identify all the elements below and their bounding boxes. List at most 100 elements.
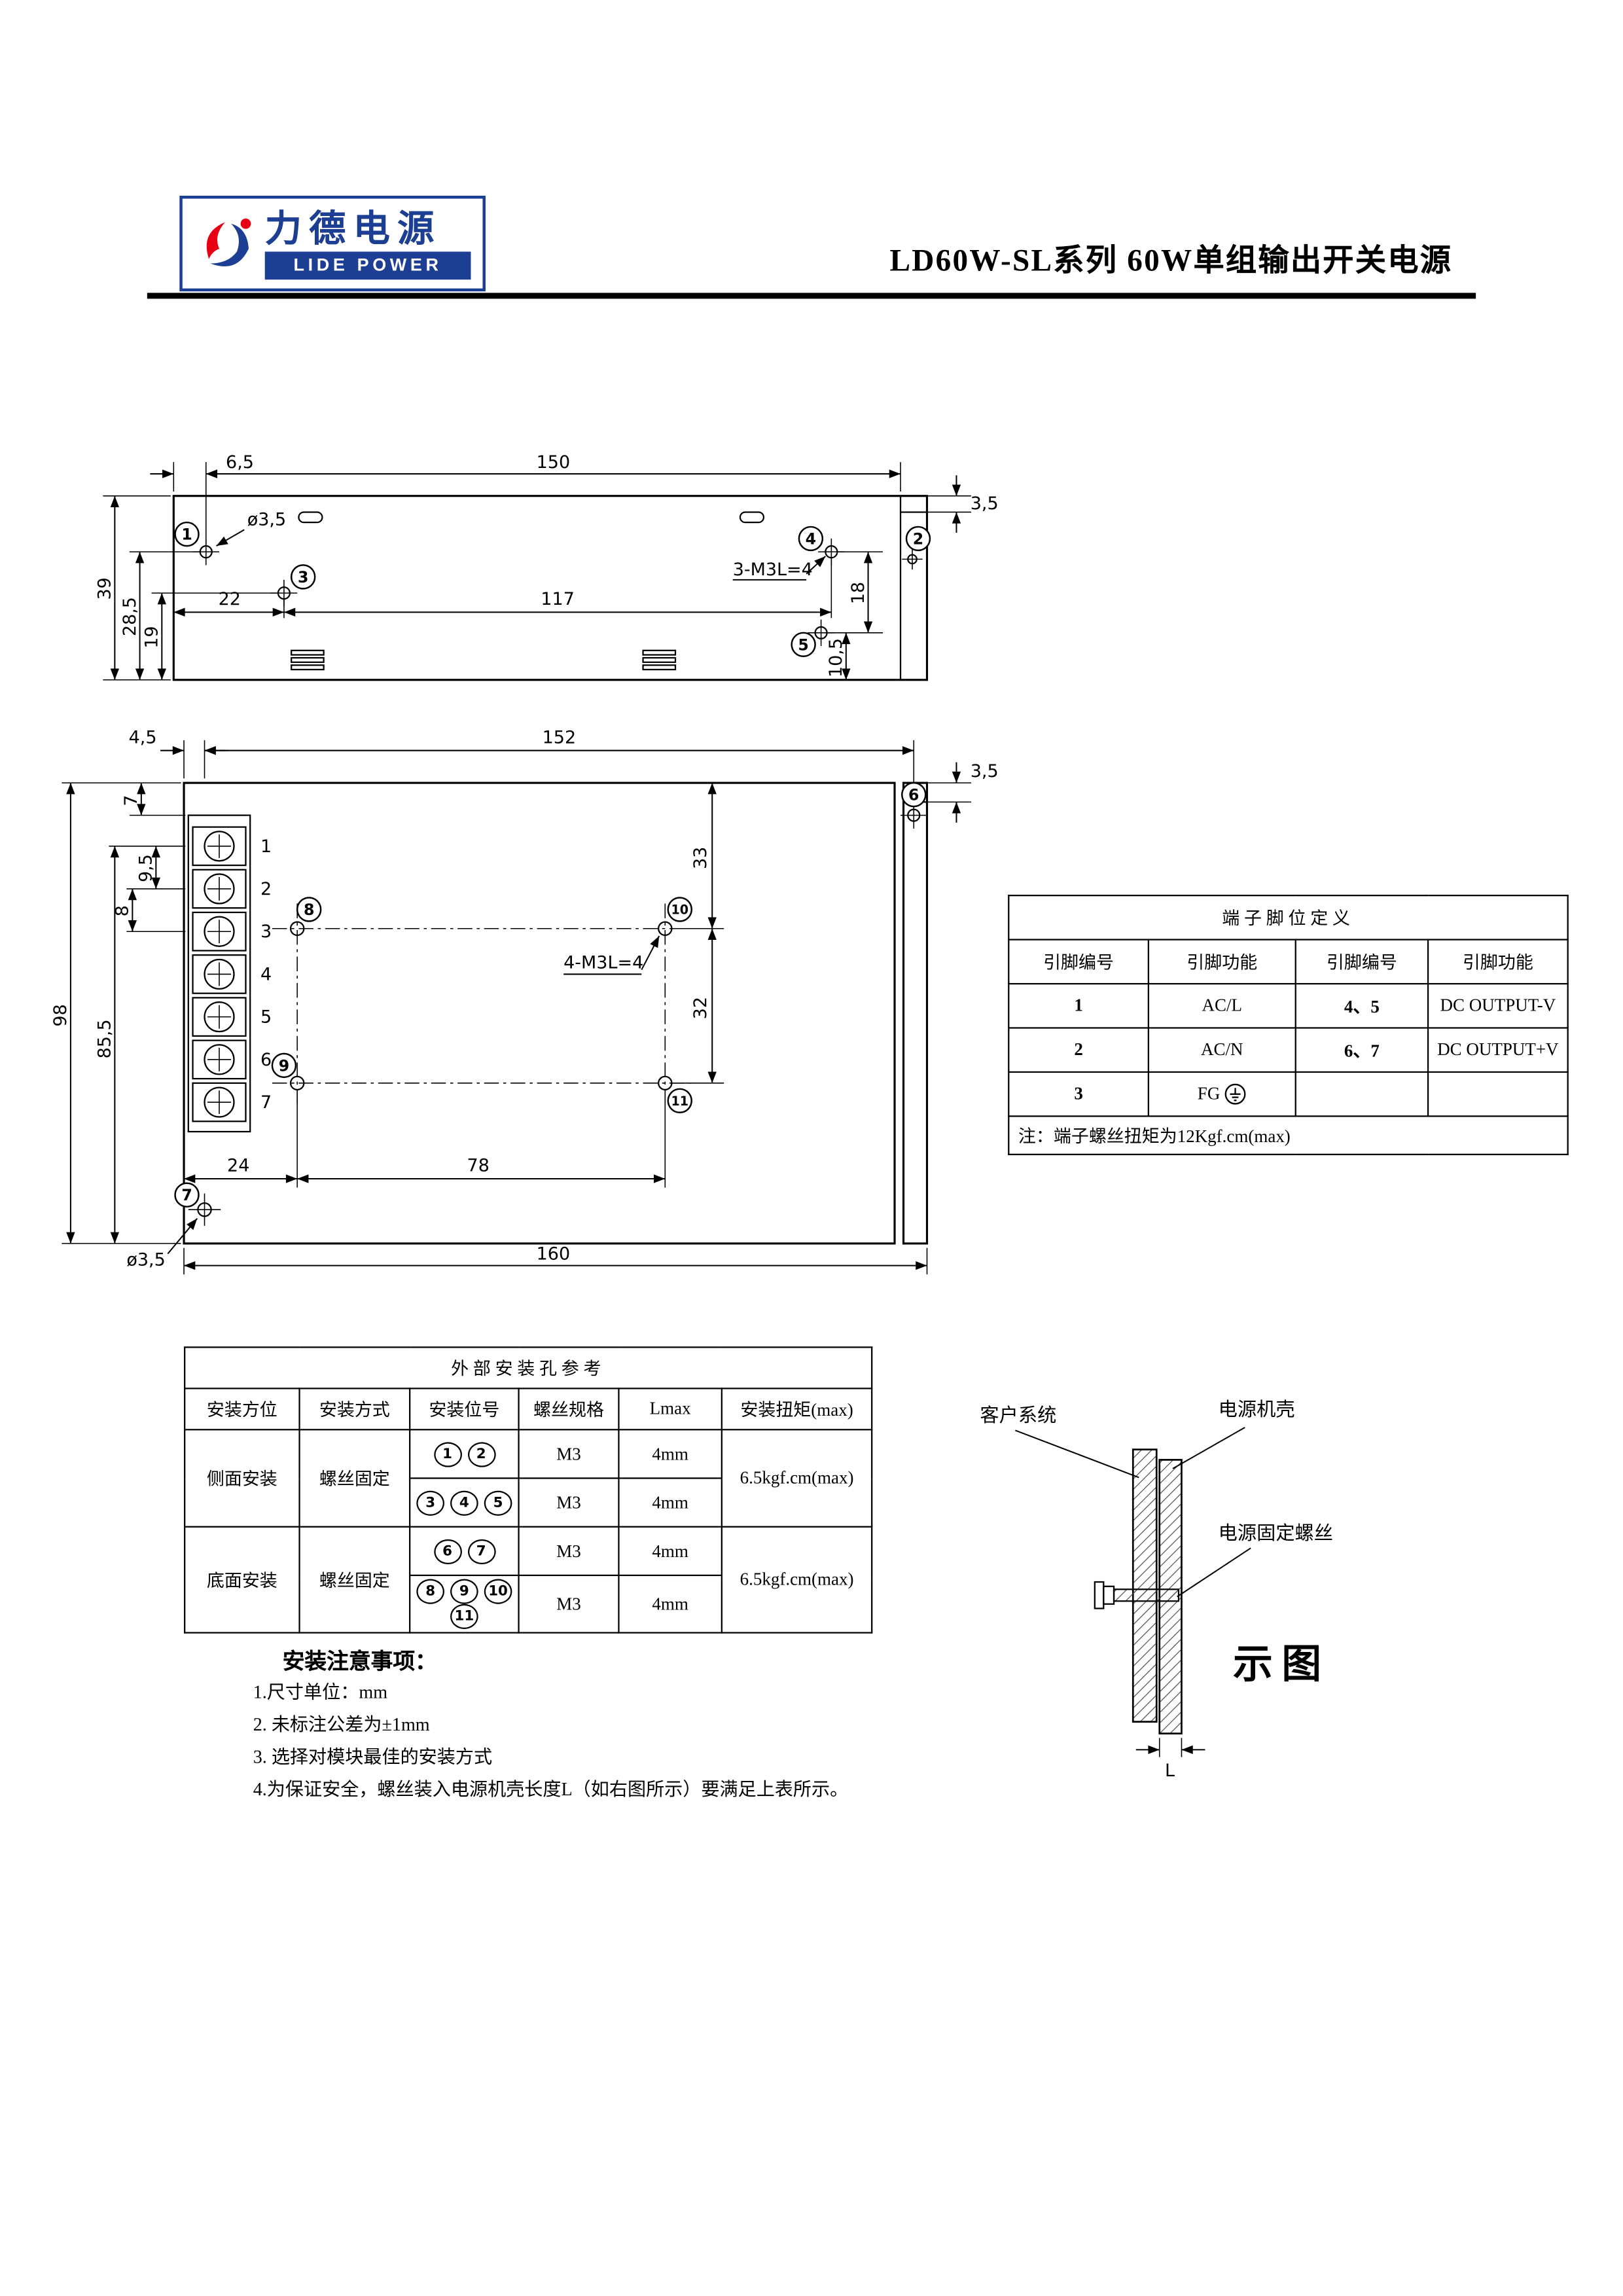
screw-spec-label-side: 3-M3L=4 — [733, 560, 813, 580]
mount-header-spec: 螺丝规格 — [518, 1388, 620, 1431]
circled-2: 2 — [467, 1441, 495, 1467]
dim-19-label: 19 — [142, 626, 162, 648]
pin-3-number: 3 — [1008, 1071, 1150, 1117]
svg-text:9: 9 — [279, 1056, 289, 1075]
dim-98-label: 98 — [50, 1004, 71, 1026]
mount-side-spec-row1: M3 — [518, 1429, 620, 1479]
hole-marker-5: 5 — [791, 632, 816, 658]
mount-side-method: 螺丝固定 — [298, 1429, 411, 1528]
page-title: LD60W-SL系列 60W单组输出开关电源 — [889, 242, 1453, 278]
hole-marker-10: 10 — [667, 897, 692, 922]
dim-85-5-label: 85,5 — [95, 1019, 115, 1058]
pin-45-number: 4、5 — [1294, 982, 1429, 1029]
dim-39-label: 39 — [95, 577, 115, 600]
circled-4: 4 — [450, 1490, 478, 1515]
ground-icon — [1225, 1084, 1246, 1105]
pin-table-header-1: 引脚功能 — [1147, 939, 1296, 985]
mount-bottom-spec-row2: M3 — [518, 1574, 620, 1634]
svg-text:2: 2 — [260, 879, 272, 899]
dim-8-label: 8 — [113, 905, 133, 916]
hole-dia-label-side: ø3,5 — [247, 510, 286, 530]
mount-header-torque: 安装扭矩(max) — [721, 1388, 873, 1431]
mount-side-lmax-row2: 4mm — [618, 1477, 722, 1528]
pin-empty-function — [1427, 1071, 1569, 1117]
svg-text:8: 8 — [304, 901, 314, 919]
circled-3: 3 — [416, 1490, 445, 1515]
bottom-view-drawing: 1 2 3 4 5 6 7 — [50, 727, 999, 1275]
hole-dia-label-bottom: ø3,5 — [126, 1250, 165, 1270]
mount-bottom-method: 螺丝固定 — [298, 1526, 411, 1634]
hole-marker-3: 3 — [290, 564, 316, 590]
hole-marker-2: 2 — [905, 526, 931, 552]
mount-side-position: 侧面安装 — [184, 1429, 300, 1528]
pin-empty-number — [1294, 1071, 1429, 1117]
svg-text:7: 7 — [181, 1186, 192, 1204]
svg-text:4: 4 — [260, 964, 272, 984]
fixing-screw-label: 电源固定螺丝 — [1219, 1522, 1333, 1544]
note-line-1: 1.尺寸单位：mm — [253, 1681, 388, 1703]
side-view-dimension-lines — [110, 469, 961, 680]
dim-7-label: 7 — [121, 795, 141, 806]
dim-150-label: 150 — [537, 452, 570, 473]
pin-table-header-2: 引脚编号 — [1294, 939, 1429, 985]
mount-bottom-lmax-row2: 4mm — [618, 1574, 722, 1634]
logo-icon — [206, 217, 251, 266]
circled-6: 6 — [433, 1538, 461, 1564]
svg-text:2: 2 — [913, 529, 923, 548]
mounting-illustration: 客户系统 电源机壳 电源固定螺丝 示图 L — [980, 1399, 1333, 1781]
mount-side-spec-row2: M3 — [518, 1477, 620, 1528]
screw-graphic — [1094, 1581, 1180, 1609]
dim-6-5-label: 6,5 — [226, 452, 254, 473]
screw-spec-label-bottom: 4-M3L=4 — [563, 952, 643, 973]
svg-text:5: 5 — [260, 1007, 272, 1028]
mount-header-method: 安装方式 — [298, 1388, 411, 1431]
svg-text:1: 1 — [260, 836, 272, 857]
hole-marker-1: 1 — [174, 521, 200, 547]
circled-10: 10 — [484, 1579, 512, 1604]
dim-33-label: 33 — [690, 847, 711, 869]
dim-78-label: 78 — [467, 1156, 490, 1176]
pin-3-function: FG — [1147, 1071, 1296, 1117]
mount-header-holes: 安装位号 — [409, 1388, 520, 1431]
dim-152-label: 152 — [543, 727, 576, 747]
circled-11: 11 — [450, 1604, 478, 1629]
pin-table-header-3: 引脚功能 — [1427, 939, 1569, 985]
pin-2-function: AC/N — [1147, 1027, 1296, 1073]
svg-text:6: 6 — [908, 786, 919, 804]
pin-67-number: 6、7 — [1294, 1027, 1429, 1073]
circled-8: 8 — [416, 1579, 445, 1604]
dim-160-label: 160 — [537, 1244, 570, 1265]
dim-10-5-label: 10,5 — [826, 638, 846, 677]
mount-bottom-spec-row1: M3 — [518, 1526, 620, 1577]
pin-definition-table: 端子脚位定义 引脚编号 引脚功能 引脚编号 引脚功能 1 AC/L 4、5 DC… — [1008, 895, 1569, 1155]
svg-text:3: 3 — [260, 922, 272, 942]
mount-header-position: 安装方位 — [184, 1388, 300, 1431]
circled-9: 9 — [450, 1579, 478, 1604]
dim-32-label: 32 — [690, 997, 711, 1019]
logo-text-cn: 力德电源 — [264, 208, 442, 250]
side-view-drawing: 6,5 150 3,5 ø3,5 39 28,5 19 22 117 18 10… — [95, 452, 999, 681]
dim-4-5-label: 4,5 — [129, 727, 157, 747]
notes-title: 安装注意事项： — [282, 1651, 437, 1675]
circled-5: 5 — [484, 1490, 512, 1515]
logo: 力德电源 LIDE POWER — [179, 196, 486, 292]
pin-table-title: 端子脚位定义 — [1008, 895, 1569, 941]
customer-system-label: 客户系统 — [980, 1405, 1056, 1426]
terminal-block: 1 2 3 4 5 6 7 — [187, 814, 272, 1133]
hole-marker-9: 9 — [271, 1052, 297, 1079]
svg-text:7: 7 — [260, 1092, 272, 1113]
dim-3-5-label-side: 3,5 — [971, 493, 999, 514]
note-line-3: 3. 选择对模块最佳的安装方式 — [253, 1746, 493, 1768]
dim-117-label: 117 — [541, 589, 574, 609]
pin-table-header-0: 引脚编号 — [1008, 939, 1150, 985]
power-case-label: 电源机壳 — [1219, 1399, 1295, 1420]
svg-text:11: 11 — [671, 1094, 688, 1109]
pin-table-note: 注：端子螺丝扭矩为12Kgf.cm(max) — [1008, 1115, 1569, 1155]
dim-22-label: 22 — [219, 589, 241, 609]
